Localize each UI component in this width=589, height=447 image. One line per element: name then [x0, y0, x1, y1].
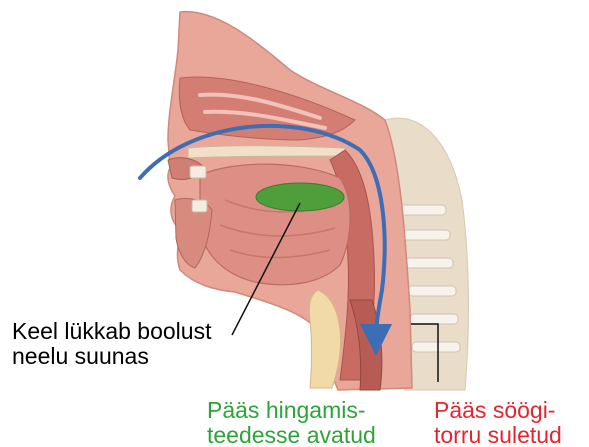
label-airway-line2: teedesse avatud	[207, 423, 376, 447]
label-esophagus-line2: torru suletud	[434, 423, 562, 447]
label-esophagus-line1: Pääs söögi-	[434, 398, 562, 423]
label-tongue-line1: Keel lükkab boolust	[12, 319, 211, 344]
label-esophagus-closed: Pääs söögi- torru suletud	[434, 398, 562, 447]
label-airway-line1: Pääs hingamis-	[207, 398, 376, 423]
hard-palate	[188, 146, 345, 158]
tongue	[200, 164, 350, 285]
upper-teeth	[190, 166, 206, 178]
food-bolus	[256, 183, 344, 211]
label-tongue-pushes-bolus: Keel lükkab boolust neelu suunas	[12, 319, 211, 369]
label-tongue-line2: neelu suunas	[12, 344, 211, 369]
label-airway-open: Pääs hingamis- teedesse avatud	[207, 398, 376, 447]
lower-teeth	[192, 200, 207, 212]
